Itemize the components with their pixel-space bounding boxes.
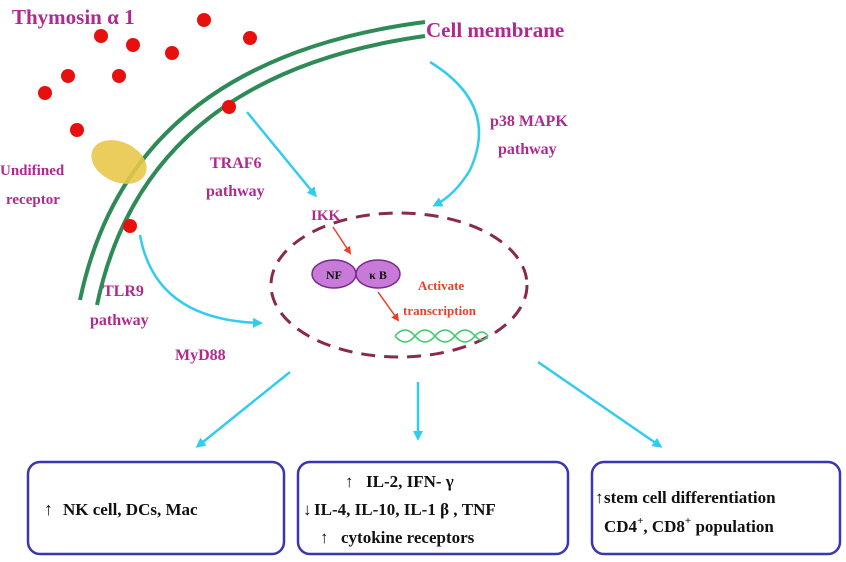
activate-label-line1: Activate bbox=[418, 278, 464, 293]
cell-membrane-inner bbox=[95, 34, 426, 306]
right-box-text-2: CD4+, CD8+ population bbox=[604, 515, 774, 536]
tlr9-arrow bbox=[138, 234, 263, 328]
left-box-arrow: ↑ bbox=[44, 499, 53, 519]
middle-box-text-2: IL-4, IL-10, IL-1 β , TNF bbox=[314, 500, 496, 519]
traf6-label-line1: TRAF6 bbox=[210, 155, 262, 172]
cell-membrane-outer bbox=[78, 20, 426, 301]
effect-box-middle bbox=[296, 460, 570, 556]
nf-label: NF bbox=[326, 268, 342, 282]
kb-label: κ B bbox=[369, 268, 387, 282]
activate-label-line2: transcription bbox=[403, 303, 477, 318]
p38-label-line1: p38 MAPK bbox=[490, 113, 568, 130]
receptor-label-line2: receptor bbox=[6, 192, 60, 208]
thymosin-dot bbox=[222, 100, 236, 114]
thymosin-molecules bbox=[38, 13, 257, 233]
right-box-arrow-1: ↑ bbox=[595, 488, 604, 507]
left-box-text: NK cell, DCs, Mac bbox=[63, 500, 198, 519]
thymosin-label: Thymosin α 1 bbox=[12, 5, 135, 29]
nfkb-to-dna-arrow bbox=[377, 291, 400, 322]
p38-label-line2: pathway bbox=[498, 141, 557, 158]
middle-box-arrow-2: ↓ bbox=[303, 500, 312, 519]
population-label: population bbox=[691, 517, 774, 536]
ikk-label: IKK bbox=[311, 208, 341, 224]
thymosin-dot bbox=[94, 29, 108, 43]
kb-subunit bbox=[355, 259, 401, 289]
effect-box-left bbox=[26, 460, 286, 556]
undefined-receptor bbox=[91, 140, 147, 184]
tlr9-label-line1: TLR9 bbox=[103, 283, 144, 300]
cd4-sup: + bbox=[637, 515, 643, 527]
traf6-label-line2: pathway bbox=[206, 183, 265, 200]
effect-box-right bbox=[590, 460, 842, 556]
ikk-to-nfkb-arrow bbox=[332, 226, 352, 255]
thymosin-dot bbox=[197, 13, 211, 27]
cd8-label: , CD8 bbox=[643, 517, 685, 536]
output-arrow-right bbox=[537, 360, 663, 448]
myd88-label: MyD88 bbox=[175, 347, 226, 364]
middle-box-text-1: IL-2, IFN- γ bbox=[366, 472, 454, 491]
right-box-text-1: stem cell differentiation bbox=[604, 488, 776, 507]
thymosin-dot bbox=[243, 31, 257, 45]
middle-box-arrow-1: ↑ bbox=[345, 472, 354, 491]
p38-arrow bbox=[429, 60, 481, 207]
thymosin-dot bbox=[70, 123, 84, 137]
thymosin-dot bbox=[112, 69, 126, 83]
tlr9-label-line2: pathway bbox=[90, 312, 149, 329]
thymosin-dot bbox=[165, 46, 179, 60]
thymosin-dot bbox=[126, 38, 140, 52]
cd4-label: CD4 bbox=[604, 517, 638, 536]
dna-helix-icon bbox=[394, 329, 489, 343]
thymosin-dot bbox=[61, 69, 75, 83]
thymosin-dot bbox=[123, 219, 137, 233]
traf6-arrow bbox=[246, 111, 317, 198]
receptor-label-line1: Undifined bbox=[0, 163, 65, 179]
nucleus-outline bbox=[269, 211, 529, 359]
cd8-sup: + bbox=[685, 515, 691, 527]
thymosin-dot bbox=[38, 86, 52, 100]
output-arrow-left bbox=[195, 371, 291, 448]
cell-membrane-label: Cell membrane bbox=[426, 18, 564, 42]
middle-box-text-3: cytokine receptors bbox=[341, 528, 475, 547]
middle-box-arrow-3: ↑ bbox=[320, 528, 329, 547]
